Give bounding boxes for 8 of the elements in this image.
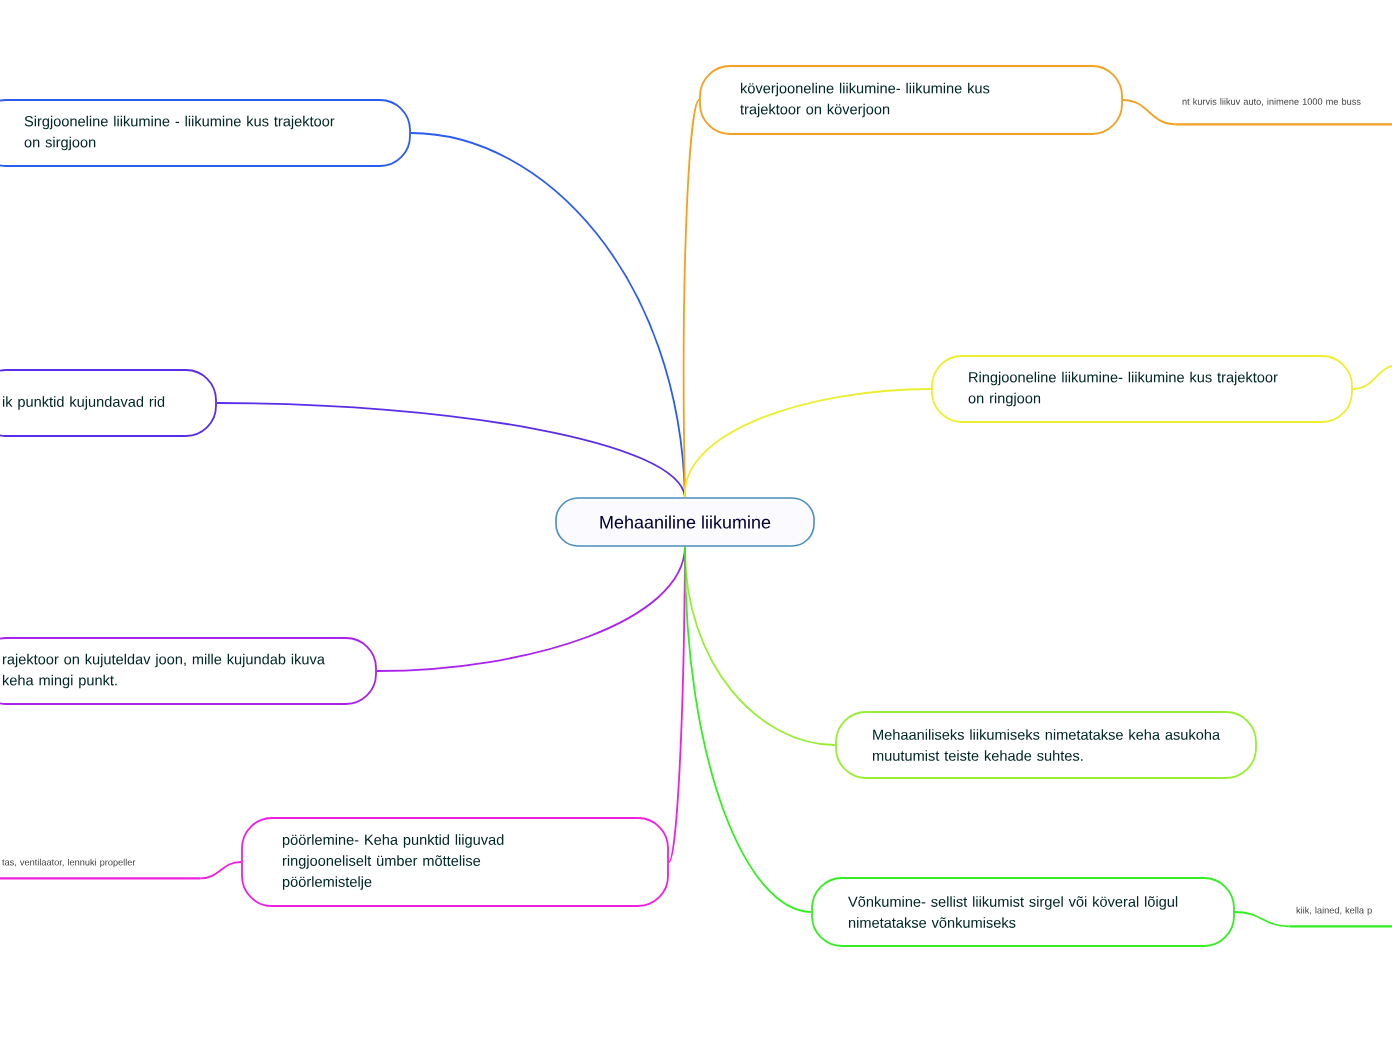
branch-line — [684, 388, 932, 499]
branch-line — [1122, 99, 1177, 126]
branch-line — [216, 402, 686, 499]
branch-line — [684, 545, 812, 913]
branch-line — [1234, 911, 1291, 928]
branch-line — [1352, 364, 1392, 390]
topic-box: Mehaaniline liikumine — [555, 497, 815, 547]
branch-line — [199, 861, 242, 880]
